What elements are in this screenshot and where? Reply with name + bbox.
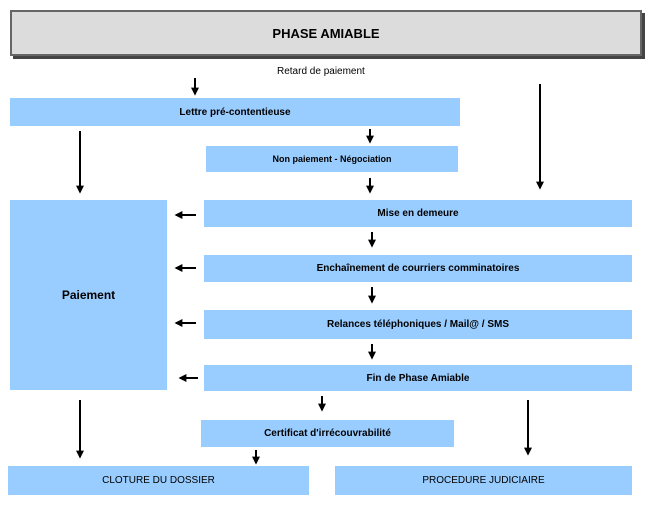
enchainement-courriers-box: Enchaînement de courriers comminatoires (204, 255, 632, 282)
mise-en-demeure-box: Mise en demeure (204, 200, 632, 227)
phase-amiable-header: PHASE AMIABLE (10, 10, 642, 56)
procedure-judiciaire-box: PROCEDURE JUDICIAIRE (335, 466, 632, 495)
certificat-irrecouvrabilite-box: Certificat d'irrécouvrabilité (201, 420, 454, 447)
paiement-box: Paiement (10, 200, 167, 390)
lettre-pre-contentieuse-box: Lettre pré-contentieuse (10, 98, 460, 126)
relances-box: Relances téléphoniques / Mail@ / SMS (204, 310, 632, 339)
non-paiement-negociation-box: Non paiement - Négociation (206, 146, 458, 172)
retard-de-paiement-label: Retard de paiement (277, 66, 365, 77)
cloture-dossier-box: CLOTURE DU DOSSIER (8, 466, 309, 495)
fin-phase-amiable-box: Fin de Phase Amiable (204, 365, 632, 391)
